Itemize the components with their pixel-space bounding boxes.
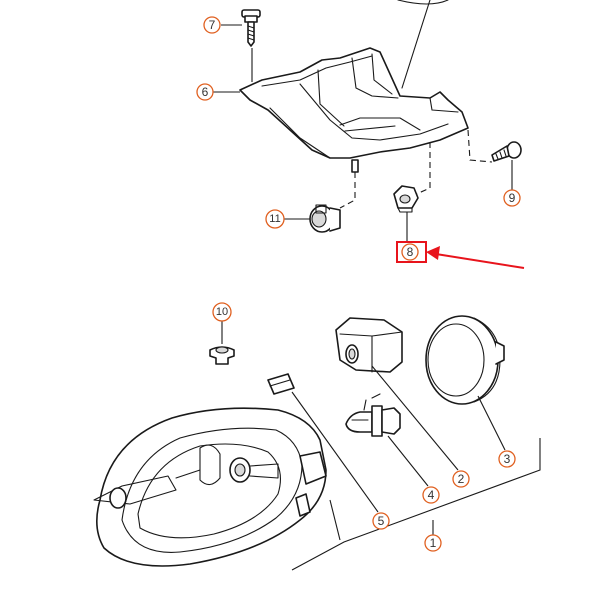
svg-text:9: 9	[509, 191, 516, 205]
callout-6: 6	[196, 83, 214, 101]
housing-edge-line	[401, 0, 431, 89]
svg-text:6: 6	[202, 85, 209, 99]
callout-5: 5	[372, 512, 390, 530]
housing-edge-arc	[397, 0, 449, 5]
svg-text:8: 8	[407, 245, 414, 259]
svg-text:5: 5	[378, 514, 385, 528]
callout-3: 3	[498, 450, 516, 468]
nut-part	[393, 185, 419, 213]
callout-11: 11	[265, 209, 285, 229]
callout-4: 4	[422, 486, 440, 504]
svg-text:2: 2	[458, 472, 465, 486]
svg-text:3: 3	[504, 452, 511, 466]
pointer-arrow-head	[426, 246, 440, 260]
screw-part	[491, 141, 522, 162]
halogen-bulb-part	[345, 393, 401, 437]
callout-8: 8	[401, 243, 419, 261]
grommet-part	[209, 346, 235, 365]
parking-bulb-part	[267, 373, 295, 395]
callout-7: 7	[203, 16, 221, 34]
svg-text:11: 11	[269, 213, 280, 225]
svg-text:7: 7	[209, 18, 216, 32]
bolt-part	[241, 9, 261, 47]
callout-1: 1	[424, 534, 442, 552]
pointer-arrow-line	[435, 253, 525, 269]
bulb-socket-part	[335, 317, 403, 373]
cap-ring-part	[425, 315, 505, 405]
callout-10: 10	[212, 302, 232, 322]
mounting-bracket	[239, 47, 469, 173]
callout-2: 2	[452, 470, 470, 488]
svg-text:4: 4	[428, 488, 435, 502]
svg-text:1: 1	[430, 536, 437, 550]
svg-text:10: 10	[216, 306, 228, 318]
callout-9: 9	[503, 189, 521, 207]
clip-part	[309, 204, 341, 233]
headlamp-housing	[93, 407, 327, 567]
